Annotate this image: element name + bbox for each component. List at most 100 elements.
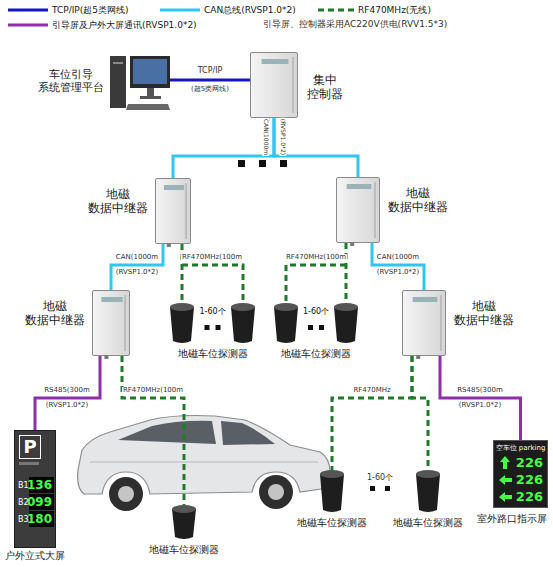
connector-line <box>122 356 184 505</box>
detector-body <box>320 474 344 512</box>
cabinet-plate <box>413 297 438 302</box>
dot <box>259 160 266 167</box>
detector-node: 地磁车位探测器 <box>172 505 196 541</box>
detector-top <box>416 470 440 478</box>
pc-stand <box>147 88 154 96</box>
edge-label: RS485(300m <box>43 387 91 395</box>
node-shape <box>416 470 440 514</box>
detector-label: 地磁车位探测器 <box>149 544 219 556</box>
detector-group: 1-60个地磁车位探测器 <box>170 303 255 345</box>
screen-text: 226 <box>516 472 543 488</box>
legend-text: CAN总线(RVSP1.0*2) <box>204 5 296 16</box>
relay-label: 地磁 数据中继器 <box>385 186 451 215</box>
note-label: (RVSP1.0*2) <box>376 269 420 277</box>
car-hub <box>118 486 134 502</box>
node-shape <box>93 291 131 357</box>
dot <box>205 325 210 330</box>
note-label: (超5类网线) <box>190 86 230 94</box>
detector-label: 1-60个 <box>170 307 255 317</box>
cabinet-door <box>375 182 376 238</box>
screen-text: 180 <box>27 512 52 527</box>
note-label: (RVSP1.0*2) <box>45 402 89 410</box>
cabinet-door <box>125 295 126 351</box>
cabinet-box: 集中 控制器 <box>250 52 298 118</box>
arrow-symbol <box>500 456 510 469</box>
pc-tower <box>110 56 126 108</box>
edge-label: CAN(1000m <box>376 254 420 262</box>
pc-monitor <box>130 56 170 88</box>
edge-label: CAN(1000m <box>115 254 159 262</box>
dot <box>319 325 324 330</box>
detector-top <box>274 303 298 311</box>
detector-top <box>320 470 344 478</box>
cabinet-door <box>186 183 187 239</box>
note-label: (RVSP1.0*2) <box>115 269 159 277</box>
legend-line <box>8 7 48 13</box>
dot <box>385 486 390 491</box>
dot <box>216 325 221 330</box>
cabinet-plate <box>101 297 122 302</box>
cabinet-box: 地磁 数据中继器 <box>402 290 446 356</box>
connector-line <box>173 118 274 178</box>
legend-text: RF470MHz(无线) <box>358 5 431 16</box>
connector-line <box>372 243 424 290</box>
detector-top <box>172 505 196 513</box>
edge-label: TCP/IP <box>197 67 224 76</box>
legend-text: TCP/IP(超5类网线) <box>52 5 129 16</box>
detector-body <box>172 509 196 539</box>
edge-label: RS485(300m <box>456 387 504 395</box>
connector-line <box>412 356 428 470</box>
pc-drive <box>113 62 123 64</box>
screen-text: 空车位 parking <box>494 444 547 452</box>
cabinet-box: 地磁 数据中继器 <box>336 177 380 243</box>
edge-label: RF470MHz(100m <box>285 254 347 262</box>
detector-group: 1-60个地磁车位探测器 <box>274 303 358 345</box>
node-shape <box>403 291 447 357</box>
controller-label: 集中 控制器 <box>303 73 346 102</box>
legend-line-sample <box>8 24 48 27</box>
pc-screen <box>133 59 167 84</box>
car-hub <box>268 484 284 500</box>
node-shape <box>320 470 344 514</box>
detector-body <box>334 307 358 343</box>
dot <box>280 160 287 167</box>
note-label: 引导屏、控制器采用AC220V供电(RVV1.5*3) <box>262 20 448 30</box>
car-window <box>221 421 275 445</box>
detector-label: 地磁车位探测器 <box>178 348 248 360</box>
edge-label: RF470MHz(100m <box>122 387 184 395</box>
node-shape <box>156 179 192 245</box>
legend-line <box>318 7 354 13</box>
pc-base <box>140 96 161 99</box>
car-wheel <box>259 475 293 509</box>
screen-text: 户外立式大屏 <box>5 550 65 562</box>
node-shape <box>110 52 170 114</box>
platform-label: 车位引导 系统管理平台 <box>36 68 106 94</box>
detector-label: 1-60个 <box>274 307 358 317</box>
screen-text: 226 <box>516 455 543 471</box>
screen-text: P <box>19 435 41 459</box>
arrow-symbol <box>499 475 512 485</box>
car-wheel <box>109 477 143 511</box>
detector-body <box>231 307 255 343</box>
screen-text: 099 <box>27 495 52 510</box>
guide-screen: 空车位 parking226226226室外路口指示屏 <box>493 440 548 508</box>
connector-line <box>182 244 243 303</box>
cabinet-box: 地磁 数据中继器 <box>92 290 130 356</box>
legend-text: 引导屏及户外大屏通讯(RVSP1.0*2) <box>52 20 197 31</box>
detector-label: 地磁车位探测器 <box>281 348 351 360</box>
screen-text: 226 <box>516 489 543 505</box>
node-shape <box>251 53 299 119</box>
cabinet-foot <box>416 355 420 359</box>
note-label: (RVSP1.0*2) <box>458 402 502 410</box>
note-label: 1-60个 <box>366 474 394 483</box>
legend-line <box>160 7 200 13</box>
cabinet-plate <box>347 184 372 189</box>
detector-label: 地磁车位探测器 <box>297 517 367 529</box>
detector-body <box>170 307 194 343</box>
dot <box>370 486 375 491</box>
legend-line <box>8 22 48 28</box>
legend-line-sample <box>8 9 48 12</box>
cabinet-foot <box>350 242 354 246</box>
computer-node: 车位引导 系统管理平台 <box>110 52 170 114</box>
